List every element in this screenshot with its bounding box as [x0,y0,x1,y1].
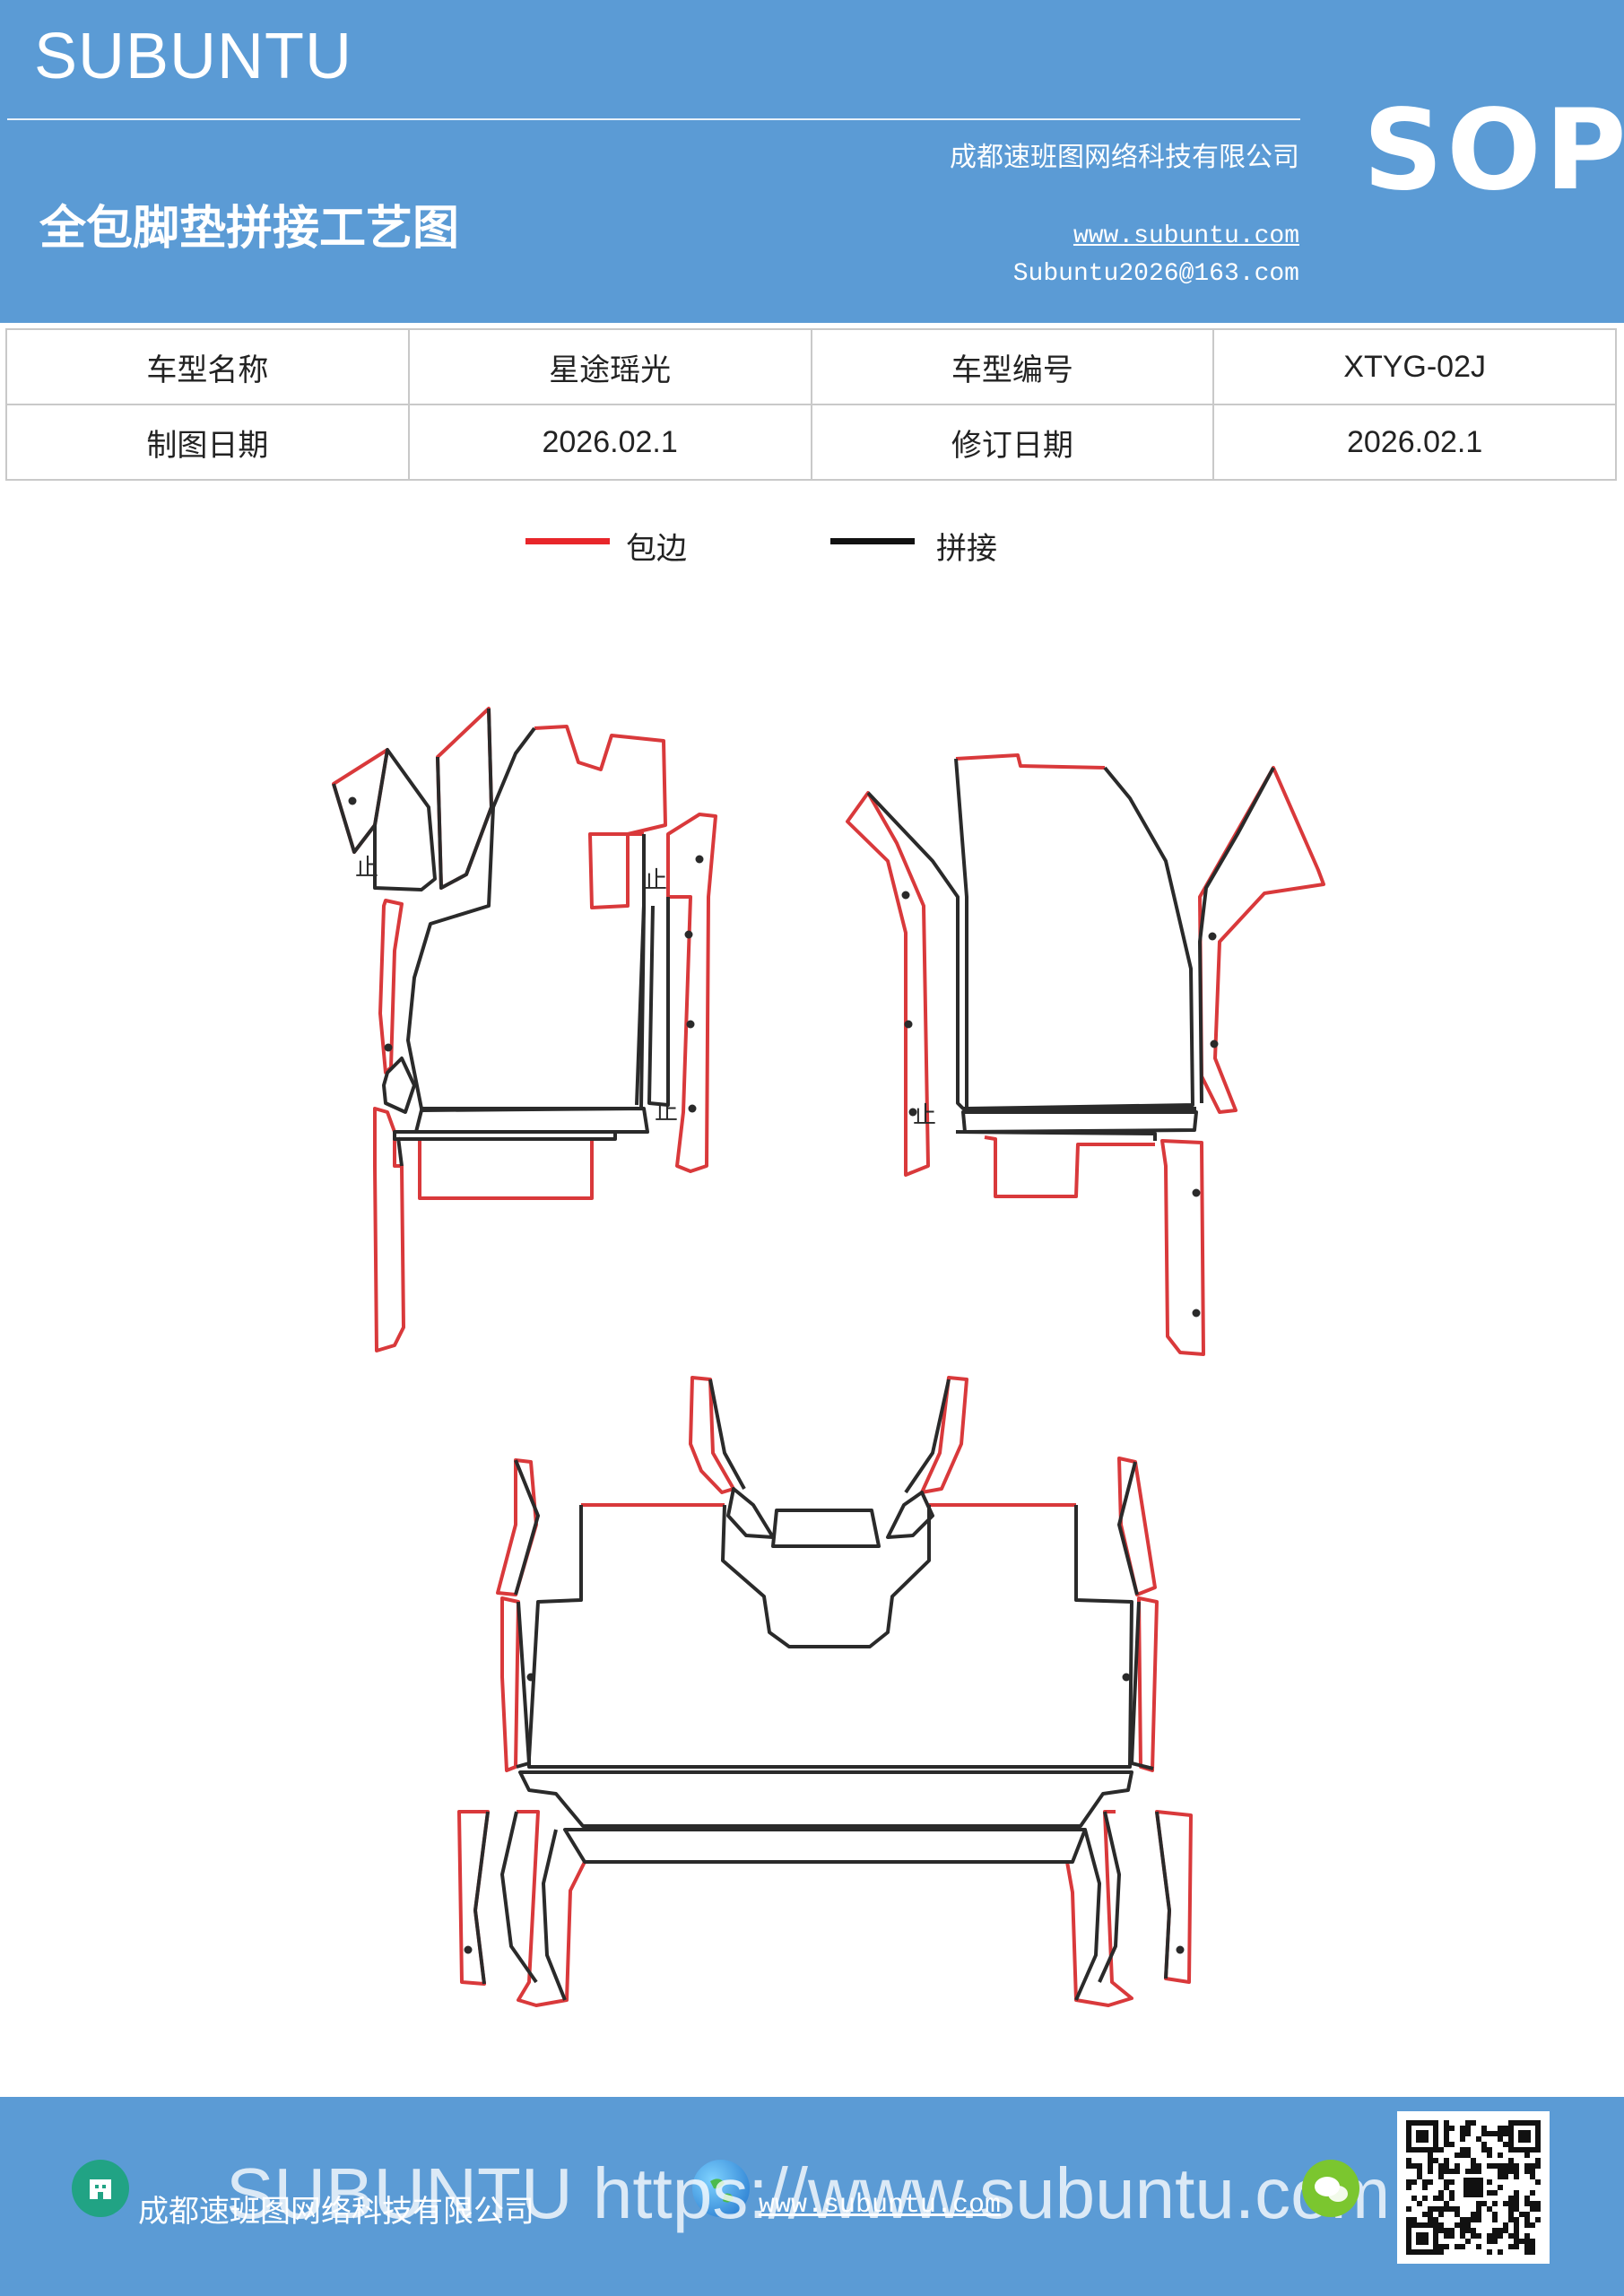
fixing-point [464,1945,473,1954]
email-address: Subuntu2026@163.com [1012,260,1299,288]
qr-code-pattern [1406,2120,1541,2255]
legend: 包边 拼接 [0,524,1624,569]
brand-name: SUBUNTU [34,21,353,92]
stop-marks: 止 止 止 止 [355,855,936,1129]
revise-date-label: 修订日期 [810,404,1215,481]
stop-mark: 止 [913,1102,936,1129]
fixing-point [1176,1945,1185,1954]
seam-lines [332,708,1275,2001]
qr-code [1397,2111,1550,2264]
header-divider [7,118,1300,120]
stop-mark: 止 [644,867,667,894]
draw-date-label: 制图日期 [5,404,410,481]
model-code-value: XTYG-02J [1212,328,1617,405]
fixing-point [384,1043,393,1052]
revise-date-value: 2026.02.1 [1212,404,1617,481]
fixing-point [1208,932,1217,941]
footer-company: 成都速班图网络科技有限公司 [138,2194,534,2230]
draw-date-value: 2026.02.1 [407,404,812,481]
fixing-point [901,891,910,900]
document-title: 全包脚垫拼接工艺图 [39,201,460,256]
seam-swatch [830,538,915,544]
fixing-point [526,1673,535,1682]
globe-icon [692,2160,750,2217]
building-icon [72,2160,129,2217]
table-row: 制图日期 2026.02.1 修订日期 2026.02.1 [5,404,1617,481]
fixing-point [1192,1309,1201,1318]
fixing-point [688,1104,697,1113]
edge-binding-label: 包边 [626,531,687,567]
fixing-point [908,1108,917,1117]
wechat-icon [1302,2160,1359,2217]
table-row: 车型名称 星途瑶光 车型编号 XTYG-02J [5,328,1617,405]
edge-binding-swatch [525,538,610,544]
fixing-point [686,1020,695,1029]
fixing-point [1210,1039,1219,1048]
fixing-point [684,930,693,939]
model-name-value: 星途瑶光 [407,328,812,405]
fixing-point [904,1020,913,1029]
fixing-point [695,855,704,864]
stop-mark: 止 [655,1099,678,1126]
fixing-points [348,796,1219,1954]
fixing-point [1192,1188,1201,1197]
fixing-point [348,796,357,805]
footer-website[interactable]: www.subuntu.com [759,2190,1002,2221]
watermark: SUBUNTU https://www.subuntu.com [226,2153,1391,2233]
footer-banner: 成都速班图网络科技有限公司 www.subuntu.com SUBUNTU ht… [0,2097,1624,2296]
sop-badge: SOP [1363,86,1624,215]
header-banner: SUBUNTU 成都速班图网络科技有限公司 全包脚垫拼接工艺图 www.subu… [0,0,1624,323]
stop-mark: 止 [355,855,378,882]
model-name-label: 车型名称 [5,328,410,405]
website-link[interactable]: www.subuntu.com [1073,222,1299,250]
vehicle-info-table: 车型名称 星途瑶光 车型编号 XTYG-02J 制图日期 2026.02.1 修… [5,328,1617,481]
fixing-point [1122,1673,1131,1682]
company-name: 成都速班图网络科技有限公司 [950,142,1299,173]
model-code-label: 车型编号 [810,328,1215,405]
seam-label: 拼接 [936,531,997,567]
